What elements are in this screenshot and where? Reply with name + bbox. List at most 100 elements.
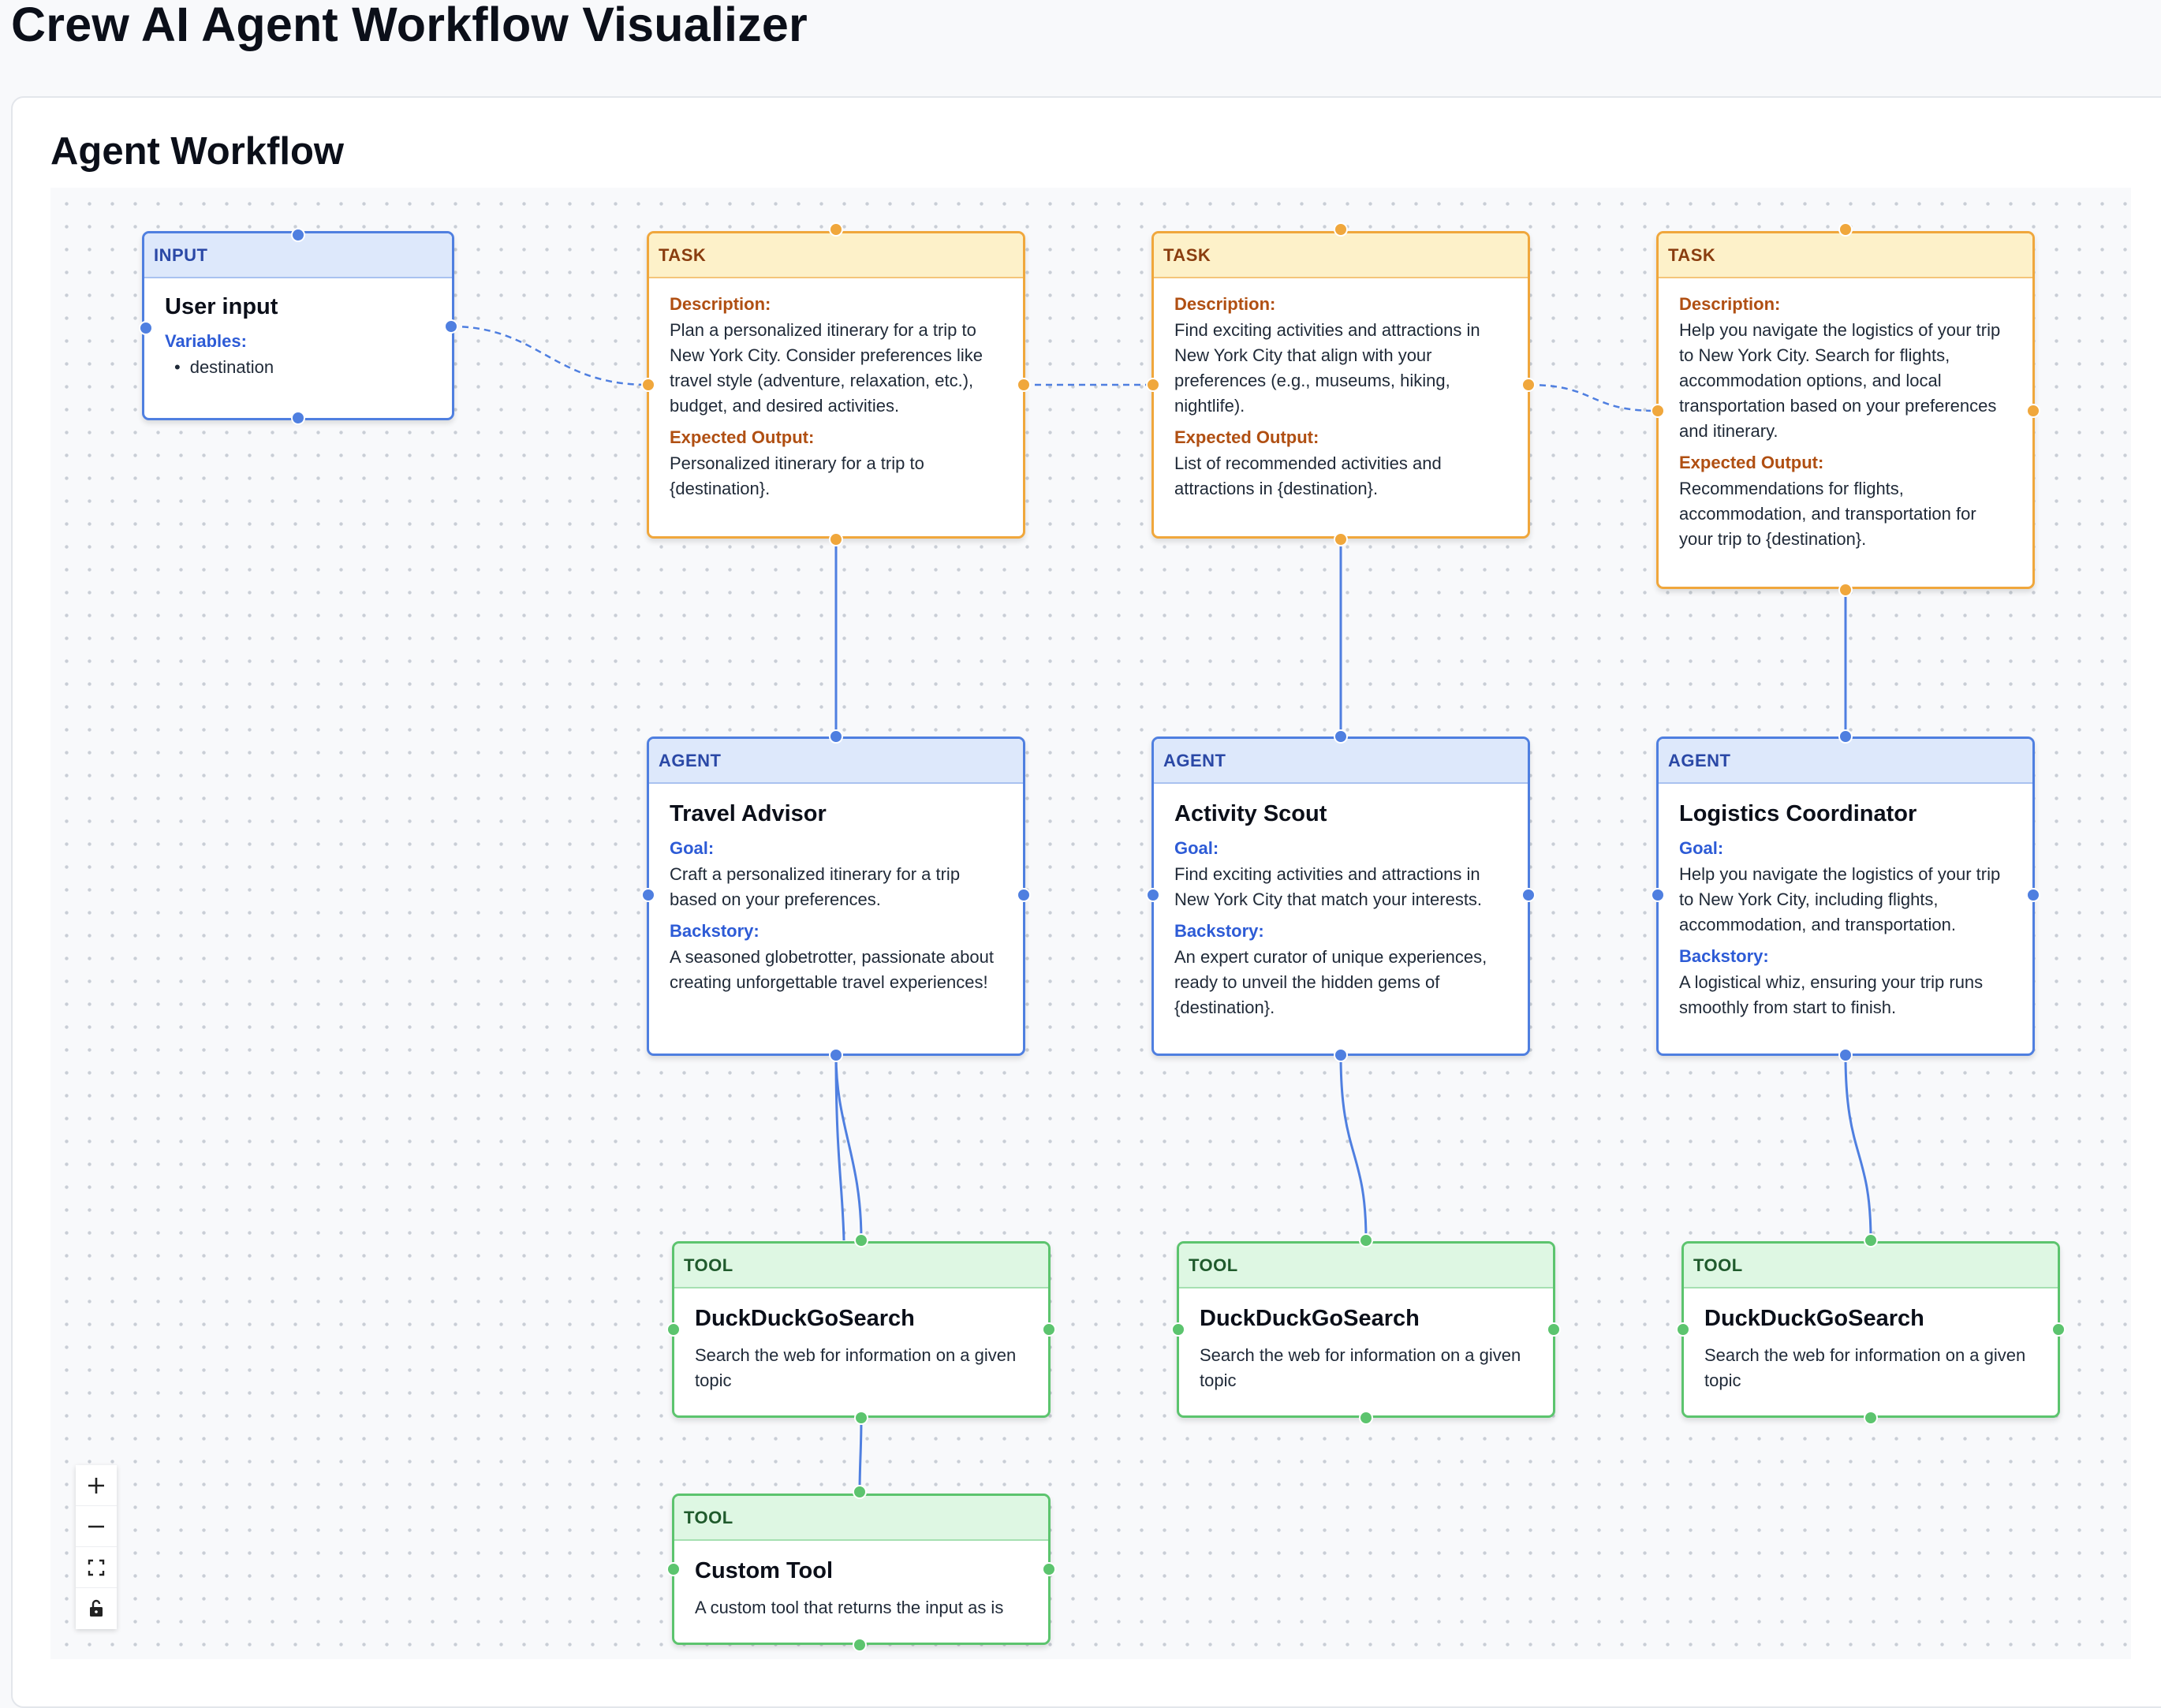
tool1-right-handle[interactable] bbox=[1042, 1322, 1056, 1337]
lock-button[interactable] bbox=[76, 1588, 117, 1629]
tool4-right-handle[interactable] bbox=[1042, 1562, 1056, 1576]
input-node-bottom-handle[interactable] bbox=[291, 411, 305, 425]
tool1-left-handle[interactable] bbox=[666, 1322, 681, 1337]
input-node-top-handle[interactable] bbox=[291, 228, 305, 242]
task-description: Plan a personalized itinerary for a trip… bbox=[670, 320, 983, 416]
edge-task2-task3[interactable] bbox=[1528, 383, 1657, 412]
tool4-top-handle[interactable] bbox=[853, 1485, 867, 1499]
agent-goal: Help you navigate the logistics of your … bbox=[1679, 864, 2001, 934]
tool-node-3[interactable]: TOOL DuckDuckGoSearch Search the web for… bbox=[1681, 1241, 2060, 1418]
backstory-label: Backstory: bbox=[1679, 946, 1769, 966]
tool3-top-handle[interactable] bbox=[1864, 1233, 1878, 1247]
backstory-label: Backstory: bbox=[670, 921, 760, 941]
edge-agent1-tool1b[interactable] bbox=[834, 1054, 863, 1240]
node-type-label: TOOL bbox=[674, 1496, 1048, 1541]
agent3-bottom-handle[interactable] bbox=[1838, 1048, 1853, 1062]
task-description: Help you navigate the logistics of your … bbox=[1679, 320, 2001, 441]
page-title: Crew AI Agent Workflow Visualizer bbox=[11, 0, 808, 51]
input-node[interactable]: INPUT User input Variables: destination bbox=[142, 231, 454, 420]
agent3-left-handle[interactable] bbox=[1651, 888, 1665, 902]
tool-name: Custom Tool bbox=[695, 1558, 834, 1583]
task1-top-handle[interactable] bbox=[829, 222, 843, 237]
task3-bottom-handle[interactable] bbox=[1838, 583, 1853, 597]
edges-layer bbox=[450, 325, 1872, 1493]
task3-top-handle[interactable] bbox=[1838, 222, 1853, 237]
tool3-bottom-handle[interactable] bbox=[1864, 1411, 1878, 1425]
variables-label: Variables: bbox=[165, 331, 247, 351]
edge-tool1-tool4[interactable] bbox=[858, 1417, 863, 1493]
tool2-bottom-handle[interactable] bbox=[1359, 1411, 1373, 1425]
agent-goal: Find exciting activities and attractions… bbox=[1174, 864, 1483, 909]
agent3-right-handle[interactable] bbox=[2026, 888, 2040, 902]
workflow-canvas[interactable]: INPUT User input Variables: destination … bbox=[50, 188, 2131, 1659]
expected-output-label: Expected Output: bbox=[670, 427, 815, 447]
task2-bottom-handle[interactable] bbox=[1334, 532, 1348, 546]
variable-item: destination bbox=[174, 355, 431, 380]
task-node-2[interactable]: TASK Description: Find exciting activiti… bbox=[1151, 231, 1530, 539]
tool-name: DuckDuckGoSearch bbox=[695, 1306, 915, 1331]
task2-top-handle[interactable] bbox=[1334, 222, 1348, 237]
task1-left-handle[interactable] bbox=[641, 378, 655, 392]
agent2-left-handle[interactable] bbox=[1146, 888, 1160, 902]
node-type-label: AGENT bbox=[1154, 739, 1528, 784]
tool1-bottom-handle[interactable] bbox=[854, 1411, 868, 1425]
node-type-label: TOOL bbox=[1179, 1244, 1553, 1288]
edge-agent1-tool1a[interactable] bbox=[834, 1054, 845, 1241]
tool2-top-handle[interactable] bbox=[1359, 1233, 1373, 1247]
task3-left-handle[interactable] bbox=[1651, 404, 1665, 418]
task1-bottom-handle[interactable] bbox=[829, 532, 843, 546]
agent1-left-handle[interactable] bbox=[641, 888, 655, 902]
tool-node-1[interactable]: TOOL DuckDuckGoSearch Search the web for… bbox=[672, 1241, 1051, 1418]
tool3-left-handle[interactable] bbox=[1676, 1322, 1690, 1337]
agent1-top-handle[interactable] bbox=[829, 729, 843, 744]
description-label: Description: bbox=[1679, 294, 1781, 314]
agent2-top-handle[interactable] bbox=[1334, 729, 1348, 744]
fit-view-icon bbox=[88, 1559, 105, 1576]
input-node-left-handle[interactable] bbox=[139, 321, 153, 335]
node-type-label: AGENT bbox=[1659, 739, 2032, 784]
tool-description: Search the web for information on a give… bbox=[695, 1345, 1017, 1390]
task2-left-handle[interactable] bbox=[1146, 378, 1160, 392]
tool-description: A custom tool that returns the input as … bbox=[695, 1598, 1004, 1617]
agent2-right-handle[interactable] bbox=[1521, 888, 1536, 902]
task2-right-handle[interactable] bbox=[1521, 378, 1536, 392]
agent1-bottom-handle[interactable] bbox=[829, 1048, 843, 1062]
tool4-bottom-handle[interactable] bbox=[853, 1638, 867, 1652]
tool-description: Search the web for information on a give… bbox=[1200, 1345, 1521, 1390]
agent3-top-handle[interactable] bbox=[1838, 729, 1853, 744]
lock-icon bbox=[90, 1599, 103, 1617]
node-type-label: TASK bbox=[649, 233, 1023, 278]
agent1-right-handle[interactable] bbox=[1017, 888, 1031, 902]
fit-view-button[interactable] bbox=[76, 1547, 117, 1588]
zoom-out-button[interactable] bbox=[76, 1506, 117, 1547]
edge-input-task1[interactable] bbox=[450, 325, 649, 386]
task-expected-output: Personalized itinerary for a trip to {de… bbox=[670, 453, 924, 498]
canvas-controls bbox=[76, 1465, 117, 1629]
tool-node-2[interactable]: TOOL DuckDuckGoSearch Search the web for… bbox=[1177, 1241, 1555, 1418]
tool2-right-handle[interactable] bbox=[1547, 1322, 1561, 1337]
agent-backstory: A seasoned globetrotter, passionate abou… bbox=[670, 947, 994, 992]
tool4-left-handle[interactable] bbox=[666, 1562, 681, 1576]
task3-right-handle[interactable] bbox=[2026, 404, 2040, 418]
expected-output-label: Expected Output: bbox=[1174, 427, 1319, 447]
goal-label: Goal: bbox=[670, 838, 715, 858]
input-node-right-handle[interactable] bbox=[444, 319, 458, 334]
agent-name: Logistics Coordinator bbox=[1679, 801, 1917, 826]
node-type-label: AGENT bbox=[649, 739, 1023, 784]
edge-agent3-tool3[interactable] bbox=[1844, 1054, 1872, 1240]
task-node-3[interactable]: TASK Description: Help you navigate the … bbox=[1656, 231, 2035, 589]
tool-node-4[interactable]: TOOL Custom Tool A custom tool that retu… bbox=[672, 1494, 1051, 1645]
tool3-right-handle[interactable] bbox=[2051, 1322, 2066, 1337]
edge-agent2-tool2[interactable] bbox=[1339, 1054, 1368, 1240]
agent-node-2[interactable]: AGENT Activity Scout Goal: Find exciting… bbox=[1151, 737, 1530, 1056]
agent-node-3[interactable]: AGENT Logistics Coordinator Goal: Help y… bbox=[1656, 737, 2035, 1056]
node-type-label: TASK bbox=[1154, 233, 1528, 278]
zoom-in-button[interactable] bbox=[76, 1465, 117, 1506]
task-node-1[interactable]: TASK Description: Plan a personalized it… bbox=[647, 231, 1025, 539]
tool1-top-handle[interactable] bbox=[854, 1233, 868, 1247]
agent-node-1[interactable]: AGENT Travel Advisor Goal: Craft a perso… bbox=[647, 737, 1025, 1056]
agent2-bottom-handle[interactable] bbox=[1334, 1048, 1348, 1062]
agent-backstory: An expert curator of unique experiences,… bbox=[1174, 947, 1487, 1017]
tool2-left-handle[interactable] bbox=[1171, 1322, 1185, 1337]
task1-right-handle[interactable] bbox=[1017, 378, 1031, 392]
